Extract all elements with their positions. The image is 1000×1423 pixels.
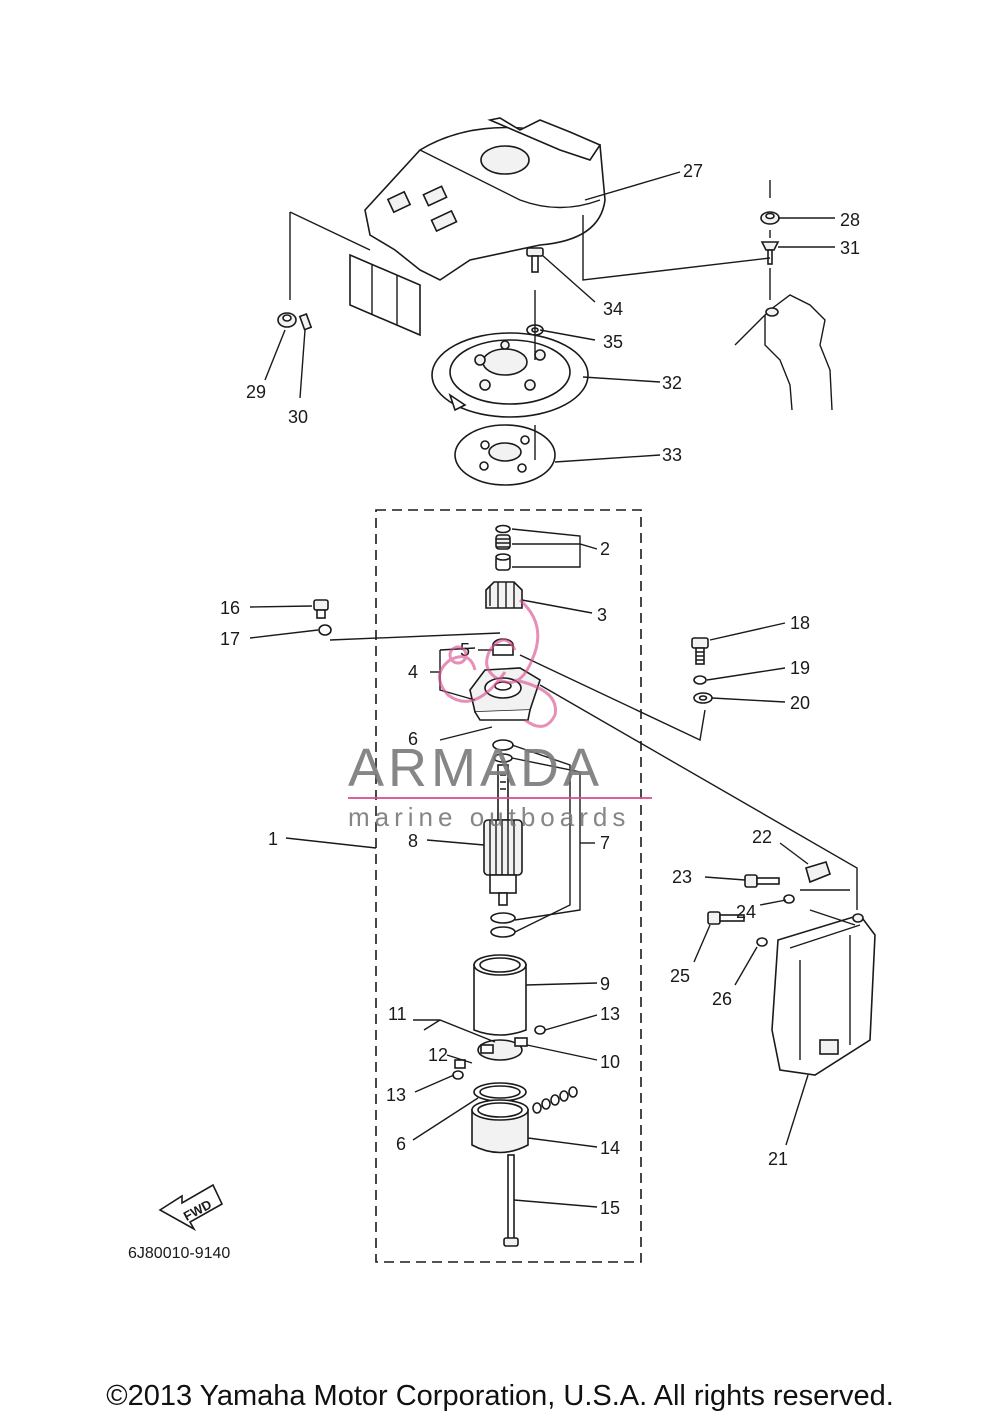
callout-31: 31 <box>840 238 860 258</box>
spring-13-upper <box>534 1025 546 1035</box>
callout-25: 25 <box>670 966 690 986</box>
washer-7-lower-b <box>490 926 516 938</box>
callout-34: 34 <box>603 299 623 319</box>
washer-24 <box>783 894 795 904</box>
callout-33: 33 <box>662 445 682 465</box>
bolt-18 <box>691 637 709 665</box>
callout-16: 16 <box>220 598 240 618</box>
callout-30: 30 <box>288 407 308 427</box>
clamp-22 <box>805 861 831 884</box>
fwd-arrow: FWD <box>158 1183 224 1232</box>
front-bracket-4 <box>469 667 541 721</box>
washer-7-upper <box>493 753 513 763</box>
callout-6-upper: 6 <box>408 729 418 749</box>
plate-32 <box>431 332 589 418</box>
washer-7-lower-a <box>490 912 516 924</box>
copyright-notice: ©2013 Yamaha Motor Corporation, U.S.A. A… <box>106 1380 894 1412</box>
callout-11: 11 <box>388 1004 407 1024</box>
bolt-31 <box>760 241 780 265</box>
callout-26: 26 <box>712 989 732 1009</box>
callout-23: 23 <box>672 867 692 887</box>
brush-12 <box>454 1059 466 1069</box>
callout-32: 32 <box>662 373 682 393</box>
circlip-2 <box>495 524 511 534</box>
powerhead-fragment <box>734 294 833 411</box>
callout-29: 29 <box>246 382 266 402</box>
callout-13-upper: 13 <box>600 1004 620 1024</box>
brush-holder-10 <box>477 1037 528 1061</box>
watermark-hook-icon <box>438 598 557 728</box>
collar-2 <box>495 553 511 571</box>
nut-28 <box>760 211 780 225</box>
bolt-25 <box>707 911 745 925</box>
washer-17 <box>318 624 332 636</box>
washer-26 <box>756 937 768 947</box>
through-bolt-15 <box>503 1154 519 1247</box>
washer-20 <box>693 692 713 704</box>
callout-15: 15 <box>600 1198 620 1218</box>
starter-motor-boundary <box>375 509 642 1263</box>
spring-13-lower <box>452 1070 464 1080</box>
callout-numbers: 1 2 3 4 5 6 6 7 8 9 10 11 12 13 13 14 15… <box>220 161 860 1218</box>
o-ring-chain <box>532 1086 578 1114</box>
callout-27: 27 <box>683 161 703 181</box>
watermark-brand: ARMADA <box>348 738 603 798</box>
callout-17: 17 <box>220 629 240 649</box>
watermark-tagline: marine outboards <box>348 802 630 832</box>
callout-14: 14 <box>600 1138 620 1158</box>
armature-8 <box>483 764 523 906</box>
callout-13-lower: 13 <box>386 1085 406 1105</box>
spring-2 <box>495 534 511 550</box>
callout-10: 10 <box>600 1052 620 1072</box>
plate-33 <box>454 424 556 486</box>
collar-30 <box>298 313 313 331</box>
callout-9: 9 <box>600 974 610 994</box>
end-cover-14 <box>471 1099 529 1154</box>
grommet-29 <box>277 312 297 328</box>
callout-6-lower: 6 <box>396 1134 406 1154</box>
callout-2: 2 <box>600 539 610 559</box>
callout-35: 35 <box>603 332 623 352</box>
leader-lines <box>249 171 858 1208</box>
bolt-23 <box>744 874 780 888</box>
diagram-code: 6J80010-9140 <box>128 1245 230 1262</box>
callout-28: 28 <box>840 210 860 230</box>
yoke-9 <box>473 954 527 1036</box>
callout-22: 22 <box>752 827 772 847</box>
bolt-16 <box>313 599 329 619</box>
callout-19: 19 <box>790 658 810 678</box>
washer-19 <box>693 675 707 685</box>
callout-7: 7 <box>600 833 610 853</box>
callout-18: 18 <box>790 613 810 633</box>
callout-3: 3 <box>597 605 607 625</box>
callout-24: 24 <box>736 902 756 922</box>
starter-bracket-21 <box>771 913 876 1076</box>
bolt-34 <box>526 247 544 273</box>
callout-1: 1 <box>268 829 278 849</box>
washer-6-lower <box>473 1082 527 1102</box>
flywheel-cover <box>349 117 606 337</box>
callout-12: 12 <box>428 1045 448 1065</box>
callout-21: 21 <box>768 1149 788 1169</box>
callout-8: 8 <box>408 831 418 851</box>
pinion-gear-3 <box>485 581 523 609</box>
callout-20: 20 <box>790 693 810 713</box>
callout-4: 4 <box>408 662 418 682</box>
watermark: ARMADA marine outboards <box>348 598 652 832</box>
